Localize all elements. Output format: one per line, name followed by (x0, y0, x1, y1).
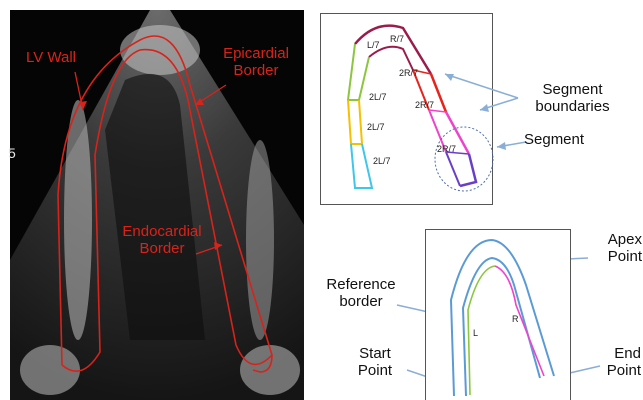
segment-left-green (348, 44, 369, 100)
segment-left-cyan (351, 144, 372, 188)
segment-label-2r7-c: 2R/7 (437, 144, 456, 154)
segments-panel: L/7 R/7 2L/7 2R/7 2R/7 2L/7 2R/7 2L/7 (320, 13, 493, 205)
segment-highlight-circle (435, 127, 493, 191)
start-point-label: Start Point (350, 346, 400, 379)
speckle-right-wall (246, 140, 274, 340)
segment-boundaries-label: Segment boundaries (525, 82, 620, 115)
endocardial-border-text: Endocardial Border (122, 223, 201, 257)
end-point-text: End Point (607, 345, 641, 379)
endocardial-border-label: Endocardial Border (108, 224, 216, 257)
segment-boundaries-text: Segment boundaries (535, 81, 609, 115)
speckle-apex (120, 25, 200, 75)
segment-label-2r7-a: 2R/7 (399, 68, 418, 78)
segment-label: Segment (524, 132, 584, 149)
segment-outer-purple (460, 154, 476, 186)
segment-left-yellow (348, 100, 362, 144)
apex-point-text: Apex Point (608, 231, 642, 265)
epicardial-border-text: Epicardial Border (223, 45, 289, 79)
segment-label-2r7-b: 2R/7 (415, 100, 434, 110)
reference-border-text: Reference border (326, 276, 395, 310)
segment-arrow (497, 142, 526, 147)
segment-arrowhead (497, 142, 506, 150)
reference-border-panel: L R (425, 229, 571, 400)
epicardial-border-label: Epicardial Border (216, 46, 296, 79)
segment-inner-purple (446, 152, 460, 186)
segment-boundary-tick-2 (429, 110, 446, 112)
apex-point-label: Apex Point (592, 232, 642, 265)
depth-marker-label: 5 (8, 146, 16, 161)
inner-border-line (463, 258, 540, 396)
segment-inner-maroon (369, 47, 413, 70)
reference-border-label: Reference border (320, 277, 402, 310)
segment-label-2l7-b: 2L/7 (367, 122, 385, 132)
speckle-base-right (240, 345, 300, 395)
segment-label-r7: R/7 (390, 34, 404, 44)
right-side-label: R (512, 314, 519, 324)
left-side-label: L (473, 328, 478, 338)
segment-label-l7: L/7 (367, 40, 380, 50)
lv-wall-label: LV Wall (26, 50, 76, 67)
segment-label-2l7-c: 2L/7 (373, 156, 391, 166)
segment-label-2l7-a: 2L/7 (369, 92, 387, 102)
start-point-text: Start Point (358, 345, 392, 379)
end-point-label: End Point (597, 346, 641, 379)
